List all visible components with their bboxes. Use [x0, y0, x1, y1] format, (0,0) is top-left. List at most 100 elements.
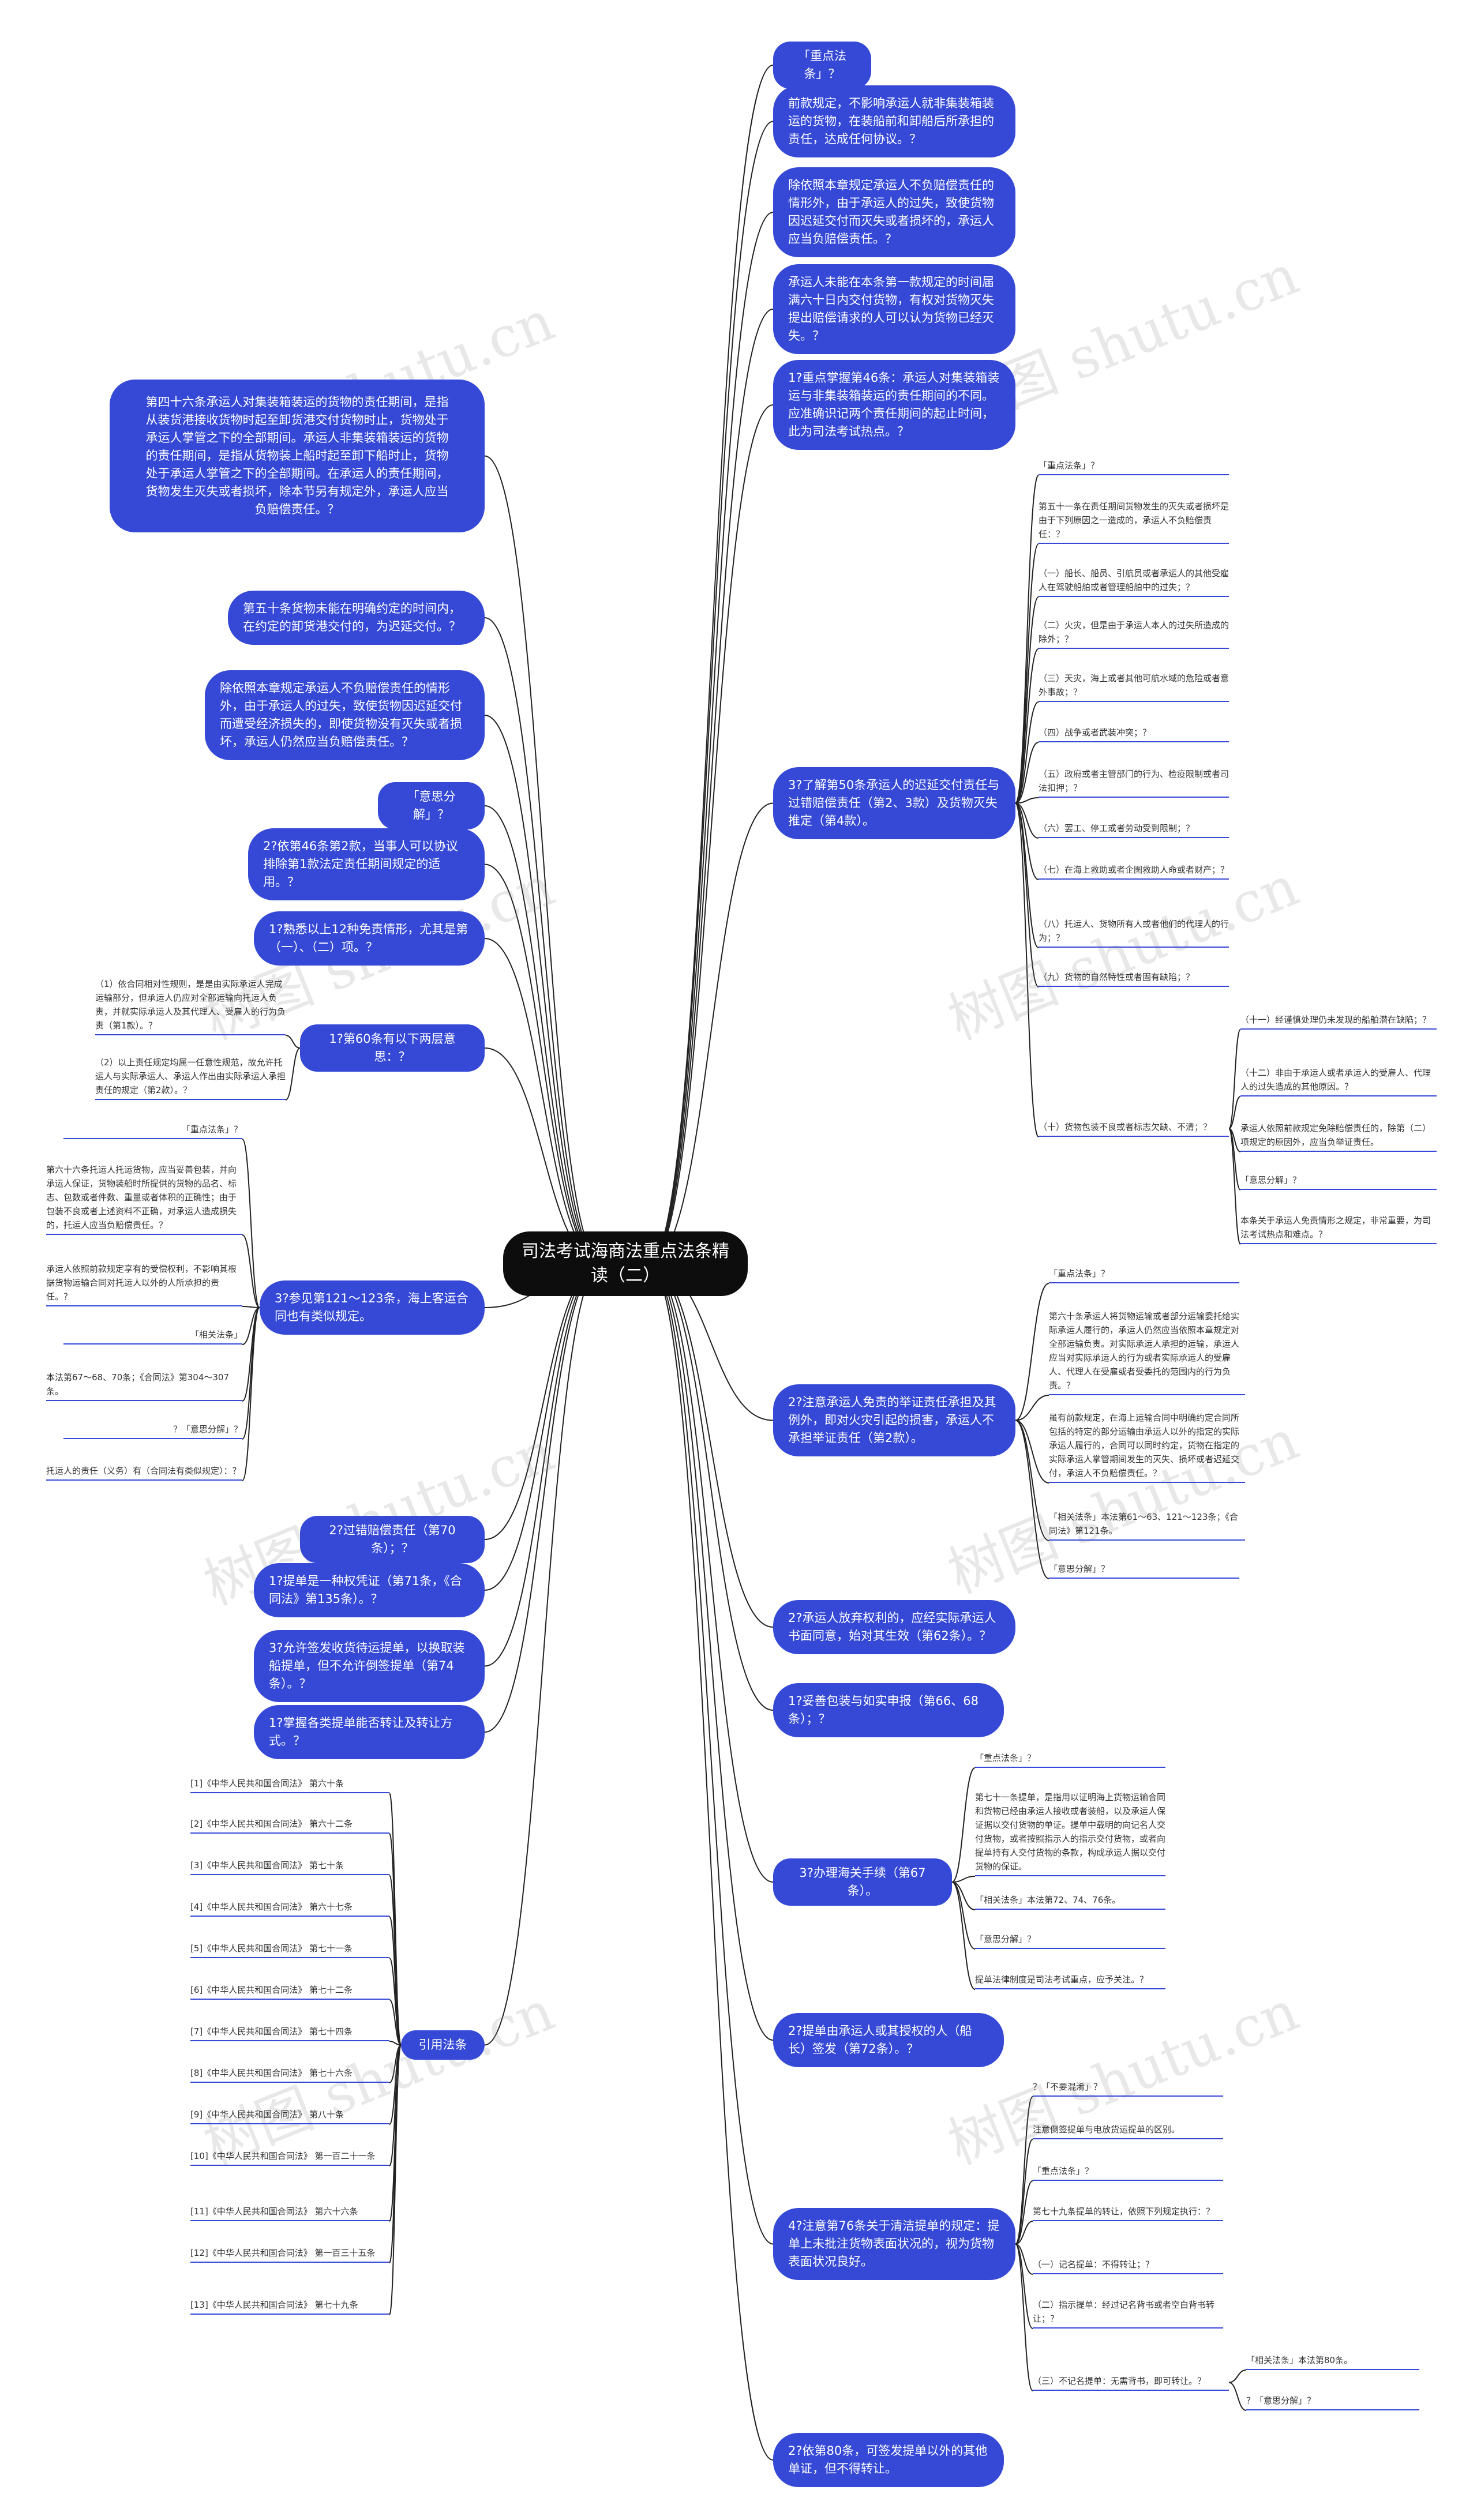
leaf-text: 「相关法条」本法第80条。 — [1246, 2353, 1419, 2370]
connector — [484, 1263, 603, 2046]
cited-law: [11]《中华人民共和国合同法》 第六十六条 — [190, 2204, 389, 2221]
connector — [389, 1999, 402, 2046]
branch-bill-issuer[interactable]: 2?提单由承运人或其授权的人（船长）签发（第72条）。？ — [773, 2013, 1004, 2067]
leaf-text: 「重点法条」？ — [63, 1122, 242, 1139]
cited-law: [6]《中华人民共和国合同法》 第七十二条 — [190, 1983, 389, 2000]
leaf-text: （十二）非由于承运人或者承运人的受雇人、代理人的过失造成的其他原因。？ — [1240, 1066, 1437, 1096]
cited-law: [8]《中华人民共和国合同法》 第七十六条 — [190, 2066, 389, 2083]
connector — [242, 1139, 260, 1308]
leaf-text: 「意思分解」？ — [1049, 1562, 1239, 1579]
branch-article-50-delay[interactable]: 第五十条货物未能在明确约定的时间内，在约定的卸货港交付的，为迟延交付。？ — [228, 591, 485, 645]
connector — [484, 1263, 603, 1591]
cited-law: [9]《中华人民共和国合同法》 第八十条 — [190, 2108, 389, 2124]
connector — [648, 1263, 774, 2245]
connector — [1015, 2243, 1033, 2391]
branch-article-80[interactable]: 2?依第80条，可签发提单以外的其他单证，但不得转让。 — [773, 2433, 1004, 2487]
leaf-text: ？「不要混淆」？ — [1033, 2080, 1223, 2097]
connector — [389, 2041, 402, 2046]
leaf-text: 托运人的责任（义务）有（合同法有类似规定）：？ — [46, 1464, 242, 1481]
connector — [1015, 2221, 1033, 2245]
connector — [1015, 1419, 1049, 1579]
connector — [648, 1263, 774, 2041]
branch-delay-liability[interactable]: 除依照本章规定承运人不负赔偿责任的情形外，由于承运人的过失，致使货物因迟延交付而… — [773, 167, 1015, 257]
connector — [951, 1881, 976, 1990]
branch-loss-presumption[interactable]: 承运人未能在本条第一款规定的时间届满六十日内交付货物，有权对货物灭失提出赔偿请求… — [773, 264, 1015, 354]
connector — [648, 802, 774, 1264]
leaf-text: 「相关法条」本法第72、74、76条。 — [975, 1893, 1165, 1910]
connector — [1228, 1128, 1241, 1245]
connector — [1228, 1096, 1241, 1129]
connector — [648, 212, 774, 1264]
branch-packaging[interactable]: 1?妥善包装与如实申报（第66、68条）；？ — [773, 1683, 1004, 1737]
branch-waiver[interactable]: 2?承运人放弃权利的，应经实际承运人书面同意，始对其生效（第62条）。？ — [773, 1600, 1015, 1654]
branch-article-46-key[interactable]: 1?重点掌握第46条：承运人对集装箱装运与非集装箱装运的责任期间的不同。应准确识… — [773, 360, 1015, 450]
leaf-text: 虽有前款规定，在海上运输合同中明确约定合同所包括的特定的部分运输由承运人以外的指… — [1049, 1411, 1245, 1483]
branch-clean-bill[interactable]: 4?注意第76条关于清洁提单的规定：提单上未批注货物表面状况的，视为货物表面状况… — [773, 2208, 1015, 2280]
connector — [951, 1876, 976, 1883]
branch-agreement-exclusion[interactable]: 2?依第46条第2款，当事人可以协议排除第1款法定责任期间规定的适用。？ — [248, 828, 485, 900]
leaf-text: 「意思分解」？ — [975, 1932, 1165, 1949]
branch-meaning-1[interactable]: 「意思分解」？ — [378, 782, 485, 829]
leaf-text: 「重点法条」？ — [975, 1751, 1165, 1768]
branch-non-container-agreement[interactable]: 前款规定，不影响承运人就非集装箱装运的货物，在装船前和卸船后所承担的责任，达成任… — [773, 85, 1015, 157]
branch-document-of-title[interactable]: 1?提单是一种权凭证（第71条，《合同法》第135条）。？ — [254, 1563, 485, 1617]
leaf-text: （一）记名提单：不得转让；？ — [1033, 2258, 1223, 2274]
leaf-text: （十）货物包装不良或者标志欠缺、不清；？ — [1039, 1120, 1229, 1137]
leaf-text: 承运人依照前款规定免除赔偿责任的，除第（二）项规定的原因外，应当负举证责任。 — [1240, 1121, 1437, 1152]
branch-article-60[interactable]: 1?第60条有以下两层意思：？ — [300, 1024, 485, 1072]
connector — [648, 404, 774, 1264]
branch-passenger-contract[interactable]: 3?参见第121～123条，海上客运合同也有类似规定。 — [260, 1280, 485, 1335]
branch-bill-transfer[interactable]: 1?掌握各类提单能否转让及转让方式。？ — [254, 1705, 485, 1759]
connector — [484, 863, 603, 1264]
connector — [951, 1767, 976, 1883]
leaf-text: 「重点法条」？ — [1033, 2164, 1223, 2181]
cited-law: [12]《中华人民共和国合同法》 第一百三十五条 — [190, 2246, 389, 2263]
connector — [648, 309, 774, 1264]
leaf-text: 「重点法条」？ — [1049, 1267, 1239, 1283]
cited-law: [4]《中华人民共和国合同法》 第六十七条 — [190, 1900, 389, 1917]
leaf-text: （五）政府或者主管部门的行为、检疫限制或者司法扣押；？ — [1039, 767, 1229, 798]
connector — [648, 65, 774, 1264]
leaf-text: 第五十一条在责任期间货物发生的灭失或者损坏是由于下列原因之一造成的，承运人不负赔… — [1039, 500, 1229, 544]
connector — [1228, 2382, 1247, 2411]
connector — [1015, 1419, 1049, 1541]
connector — [484, 455, 603, 1264]
connector — [1015, 802, 1039, 1137]
connector — [1228, 2369, 1247, 2383]
branch-exemptions[interactable]: 1?熟悉以上12种免责情形，尤其是第（一）、（二）项。？ — [254, 911, 485, 966]
root-topic[interactable]: 司法考试海商法重点法条精读（二） — [503, 1231, 748, 1296]
connector — [1015, 543, 1039, 804]
branch-customs[interactable]: 3?办理海关手续（第67条）。 — [773, 1858, 952, 1906]
cited-law: [13]《中华人民共和国合同法》 第七十九条 — [190, 2298, 389, 2315]
connector — [1015, 1419, 1049, 1484]
connector — [285, 1035, 301, 1049]
branch-article-50[interactable]: 3?了解第50条承运人的迟延交付责任与过错赔偿责任（第2、3款）及货物灭失推定（… — [773, 767, 1015, 839]
leaf-text: 「意思分解」？ — [1240, 1173, 1437, 1190]
leaf-text: （三）不记名提单：无需背书，即可转让。？ — [1033, 2374, 1229, 2391]
connector — [1015, 2243, 1033, 2275]
leaf-text: （九）货物的自然特性或者固有缺陷；？ — [1039, 970, 1229, 987]
connector — [1015, 2243, 1033, 2329]
branch-cited-laws[interactable]: 引用法条 — [401, 2030, 485, 2060]
cited-law: [1]《中华人民共和国合同法》 第六十条 — [190, 1777, 389, 1793]
connector — [484, 715, 603, 1264]
leaf-text: 第七十九条提单的转让，依照下列规定执行：？ — [1033, 2204, 1223, 2221]
connector — [1015, 742, 1039, 804]
branch-delay-economic-loss[interactable]: 除依照本章规定承运人不负赔偿责任的情形外，由于承运人的过失，致使货物因迟延交付而… — [205, 670, 485, 760]
branch-key-provision-1[interactable]: 「重点法条」？ — [773, 42, 871, 89]
branch-received-bill[interactable]: 3?允许签发收货待运提单，以换取装船提单，但不允许倒签提单（第74条）。？ — [254, 1630, 485, 1702]
leaf-text: 「重点法条」？ — [1039, 459, 1229, 475]
branch-article-46[interactable]: 第四十六条承运人对集装箱装运的货物的责任期间，是指从装货港接收货物时起至卸货港交… — [110, 380, 485, 532]
leaf-text: （八）托运人、货物所有人或者他们的代理人的行为；？ — [1039, 917, 1229, 948]
cited-law: [7]《中华人民共和国合同法》 第七十四条 — [190, 2025, 389, 2041]
connector — [242, 1306, 260, 1308]
leaf-text: （一）船长、船员、引航员或者承运人的其他受雇人在驾驶船舶或者管理船舶中的过失；？ — [1039, 566, 1229, 597]
branch-fault-liability[interactable]: 2?过错赔偿责任（第70条）；？ — [300, 1516, 485, 1563]
connector — [285, 1047, 301, 1101]
branch-burden-of-proof[interactable]: 2?注意承运人免责的举证责任承担及其例外，即对火灾引起的损害，承运人不承担举证责… — [773, 1384, 1015, 1456]
connector — [1015, 2180, 1033, 2245]
leaf-text: ？「意思分解」？ — [63, 1422, 242, 1439]
connector — [1015, 2139, 1033, 2245]
leaf-text: （二）指示提单：经过记名背书或者空白背书转让；？ — [1033, 2298, 1223, 2329]
